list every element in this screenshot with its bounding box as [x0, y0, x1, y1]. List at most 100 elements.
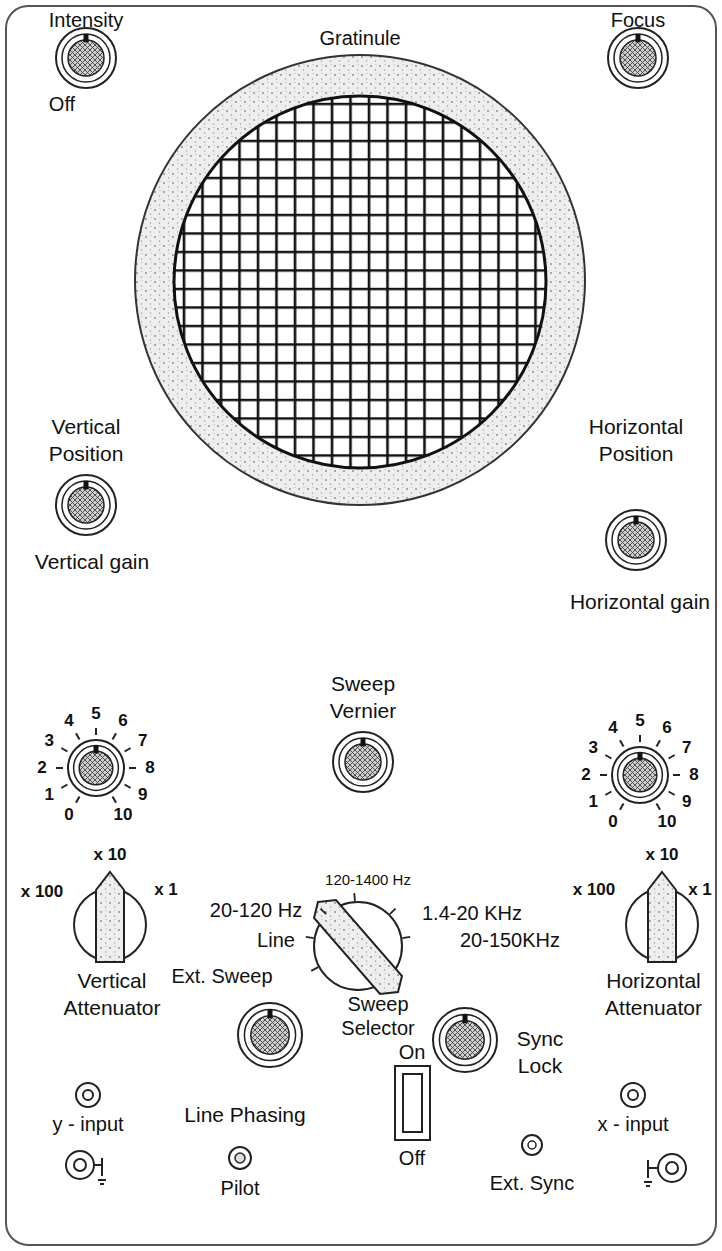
panel-label: Line Phasing [184, 1101, 305, 1128]
panel-graphic [608, 28, 668, 88]
panel-graphic [244, 1009, 295, 1060]
panel-graphic [612, 516, 660, 564]
panel-graphic [439, 1014, 490, 1065]
panel-border [6, 6, 716, 1245]
panel-graphic [306, 937, 314, 938]
panel-graphic [125, 748, 131, 752]
panel-graphic [639, 735, 641, 742]
panel-graphic [669, 792, 675, 796]
panel-graphic [94, 746, 99, 754]
ground-symbol [644, 1160, 658, 1186]
panel-graphic [238, 1003, 302, 1067]
binding-post [76, 1083, 100, 1107]
dial-number: 10 [658, 811, 677, 833]
panel-graphic [129, 767, 136, 769]
panel-label: Sweep Vernier [318, 670, 408, 725]
panel-graphic [614, 34, 662, 82]
panel-graphic [95, 728, 97, 735]
dial-number: 2 [37, 757, 46, 779]
knob [56, 475, 116, 535]
dial-number: 5 [91, 703, 100, 725]
knob [606, 510, 666, 570]
dial-number: 3 [45, 730, 54, 752]
dial-number: 8 [145, 757, 154, 779]
panel-graphic [268, 1009, 273, 1018]
attenuator-pointer [648, 872, 676, 962]
panel-graphic [251, 1016, 289, 1054]
ground-symbol [94, 1158, 106, 1184]
dial-number: 1 [589, 791, 598, 813]
panel-label: Focus [611, 7, 665, 33]
panel-label: Horizontal Position [574, 413, 699, 468]
panel-label: Gratinule [319, 25, 400, 51]
panel-graphic [61, 785, 67, 789]
knob [433, 1008, 497, 1072]
ground-terminal [666, 1162, 678, 1174]
panel-graphic [56, 475, 116, 535]
power-switch [395, 1066, 430, 1140]
ground-terminal [74, 1159, 86, 1171]
dial-number: 3 [589, 737, 598, 759]
panel-label: x 1 [154, 879, 178, 901]
panel-label: Off [399, 1145, 425, 1171]
dial-number: 6 [662, 717, 671, 739]
panel-graphic [390, 909, 396, 915]
panel-graphic [113, 797, 117, 803]
panel-graphic [68, 740, 124, 796]
panel-graphic [623, 758, 657, 792]
panel-graphic [618, 522, 654, 558]
panel-graphic [605, 792, 611, 796]
dial-number: 4 [64, 710, 73, 732]
panel-label: Vertical Attenuator [52, 967, 172, 1022]
panel-graphic [606, 510, 666, 570]
panel-graphic [636, 34, 641, 42]
panel-label: Ext. Sync [490, 1170, 574, 1196]
panel-graphic [61, 748, 67, 752]
panel-graphic [620, 804, 624, 810]
panel-graphic [605, 755, 611, 759]
panel-label: x 10 [645, 844, 678, 866]
panel-label: x - input [597, 1111, 668, 1137]
panel-graphic [125, 785, 131, 789]
dial-number: 6 [118, 710, 127, 732]
panel-graphic [84, 481, 89, 489]
ext-sync-jack [528, 1141, 536, 1149]
knob-group [56, 28, 680, 1072]
panel-graphic [68, 487, 104, 523]
panel-graphic [463, 1014, 468, 1023]
panel-label: Pilot [221, 1175, 260, 1201]
panel-label: Vertical Position [34, 413, 139, 468]
panel-label: 20-120 Hz [210, 897, 302, 923]
panel-graphic [620, 740, 624, 746]
panel-graphic [446, 1021, 484, 1059]
knob [333, 732, 393, 792]
ext-sync-jack [522, 1135, 542, 1155]
panel-graphic [311, 967, 318, 971]
panel-label: Sync Lock [509, 1025, 571, 1080]
panel-label: 20-150KHz [460, 927, 560, 953]
dial-number: 5 [635, 710, 644, 732]
panel-label: On [399, 1039, 426, 1065]
dial-number: 10 [114, 804, 133, 826]
panel-graphic [113, 733, 117, 739]
pilot-light [229, 1147, 251, 1169]
panel-graphic [84, 34, 89, 42]
panel-label: Sweep Selector [331, 992, 426, 1040]
panel-label: Off [49, 91, 75, 117]
panel-graphic [669, 755, 675, 759]
panel-graphic [361, 738, 366, 746]
panel-label: 120-1400 Hz [325, 870, 411, 890]
dial-number: 0 [608, 811, 617, 833]
knob [600, 735, 680, 810]
selector-pointer [314, 900, 402, 994]
panel-graphic [673, 774, 680, 776]
binding-post [621, 1083, 645, 1107]
panel-graphic [79, 751, 113, 785]
panel-label: x 1 [688, 879, 712, 901]
panel-graphic [62, 481, 110, 529]
dial-number: 1 [45, 784, 54, 806]
panel-graphic [56, 28, 116, 88]
panel-graphic [638, 753, 643, 761]
